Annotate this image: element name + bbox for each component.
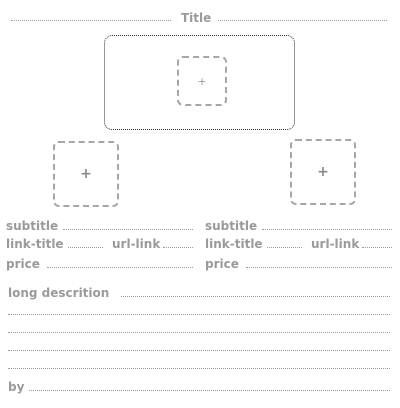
- description-line-1: [8, 314, 390, 315]
- card-2-link-title-label: link-title: [205, 237, 263, 251]
- card-1-price-label: price: [6, 257, 40, 271]
- description-label: long descrition: [8, 286, 110, 300]
- card-2-url-link-line: [362, 247, 392, 248]
- card-1-link-title-line: [68, 247, 103, 248]
- plus-icon: +: [80, 166, 92, 182]
- hero-image-placeholder[interactable]: +: [177, 56, 227, 106]
- by-line: [29, 390, 390, 391]
- page-title: Title: [181, 11, 212, 25]
- card-1-image-placeholder[interactable]: +: [53, 141, 119, 207]
- title-dotted-line-right: [218, 20, 387, 21]
- card-2-url-link-label: url-link: [311, 237, 360, 251]
- card-1-subtitle-line: [63, 229, 193, 230]
- card-2-subtitle-line: [262, 229, 392, 230]
- description-line-2: [8, 332, 390, 333]
- description-line-4: [8, 368, 390, 369]
- card-1-link-title-label: link-title: [6, 237, 64, 251]
- card-2-subtitle-label: subtitle: [205, 219, 258, 233]
- card-1-url-link-line: [163, 247, 193, 248]
- plus-icon: +: [317, 164, 329, 180]
- card-2-image-placeholder[interactable]: +: [290, 139, 356, 205]
- hero-image-frame[interactable]: [104, 35, 295, 130]
- plus-icon: +: [197, 74, 207, 88]
- title-dotted-line-left: [11, 20, 171, 21]
- description-line-0: [121, 296, 390, 297]
- card-2-price-label: price: [205, 257, 239, 271]
- card-2-price-line: [246, 267, 392, 268]
- description-line-3: [8, 350, 390, 351]
- card-1-url-link-label: url-link: [112, 237, 161, 251]
- card-1-subtitle-label: subtitle: [6, 219, 59, 233]
- card-1-price-line: [47, 267, 193, 268]
- by-label: by: [8, 380, 25, 394]
- card-2-link-title-line: [267, 247, 302, 248]
